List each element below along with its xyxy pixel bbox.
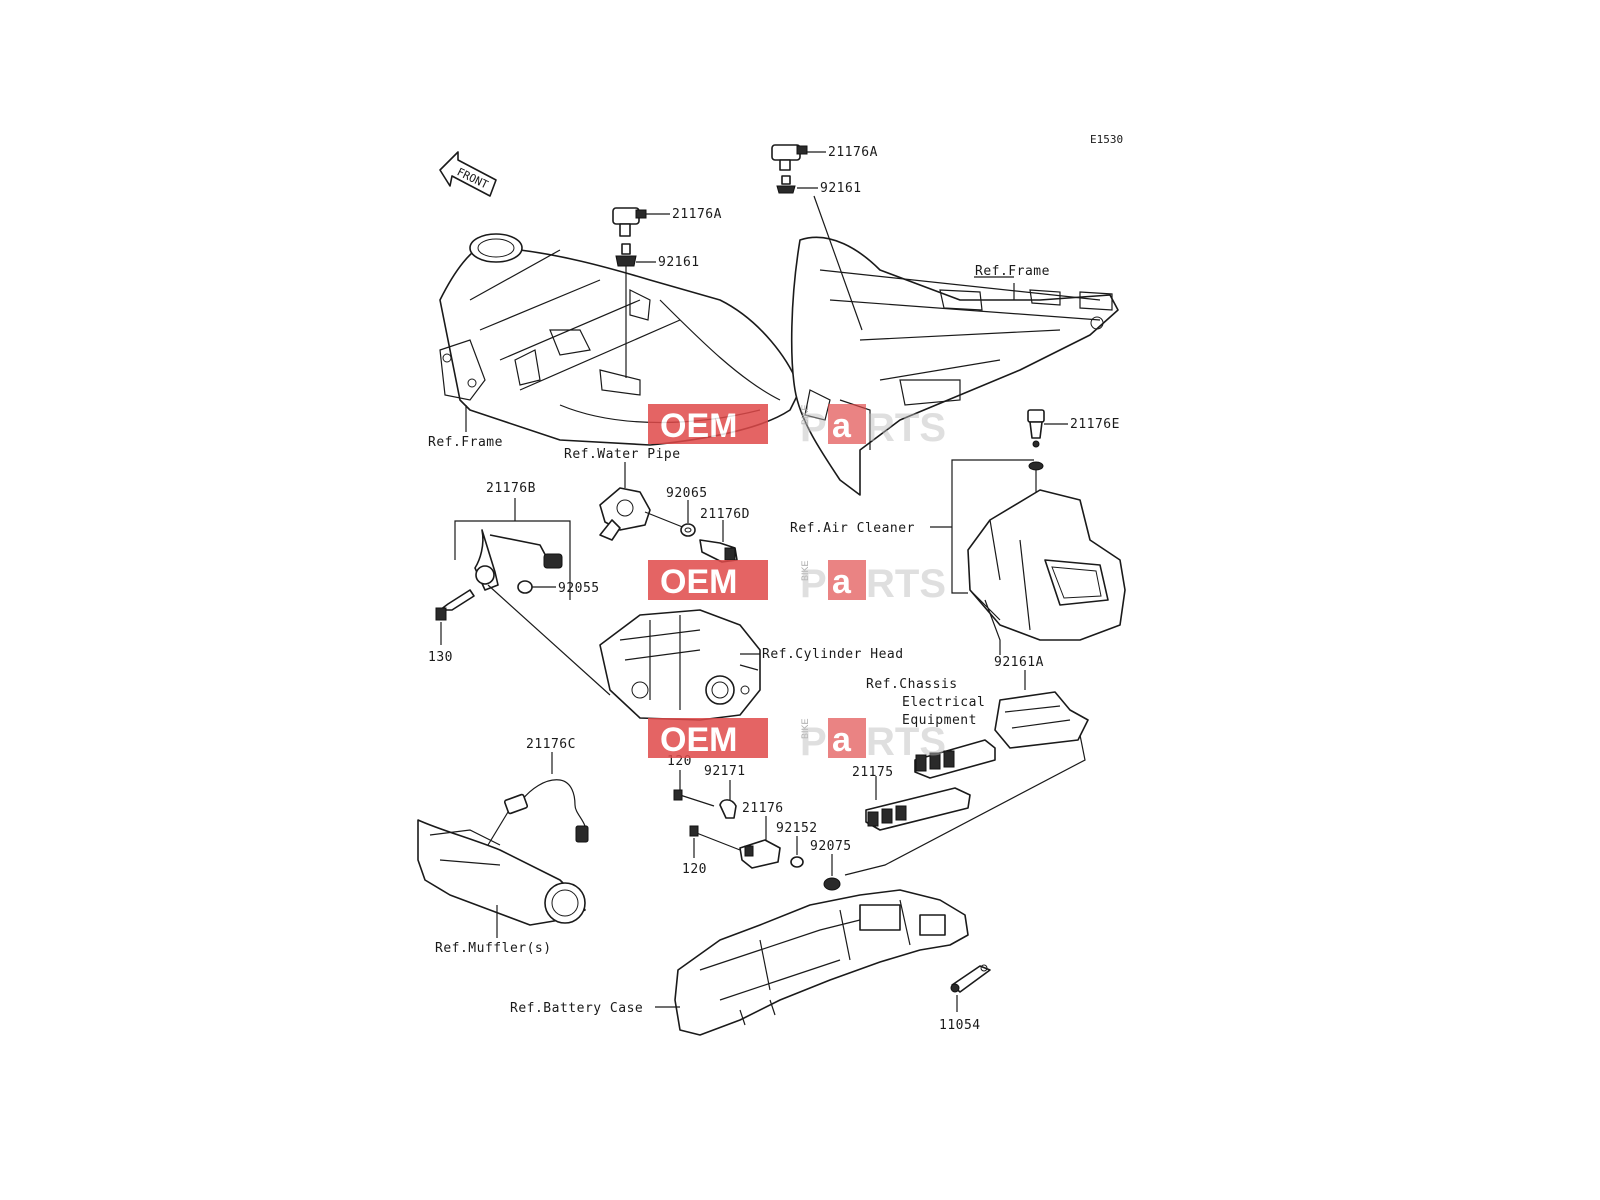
label-ref-water-pipe: Ref.Water Pipe	[564, 447, 681, 462]
label-21176D: 21176D	[700, 507, 750, 522]
sensor-21176E	[1027, 409, 1045, 448]
label-92161A: 92161A	[994, 655, 1044, 670]
label-92065: 92065	[666, 486, 708, 501]
watermark-3: OEM BIKE P a RTS	[648, 718, 946, 764]
label-130: 130	[428, 650, 453, 665]
muffler-drawing	[417, 819, 586, 926]
label-ref-battery-case: Ref.Battery Case	[510, 1001, 643, 1016]
water-temp-sensor-21176D	[699, 539, 738, 563]
bolt-120-top	[673, 789, 715, 807]
watermark-parts-rts: RTS	[866, 562, 946, 606]
watermark-a-box	[828, 560, 866, 600]
label-ref-chassis-1: Ref.Chassis	[866, 677, 958, 692]
watermark-bike-text: BIKE	[800, 404, 810, 425]
watermark-parts-rts: RTS	[866, 720, 946, 764]
collar-92152	[790, 856, 804, 868]
front-arrow-icon: FRONT	[439, 151, 497, 197]
grommet-92161-left	[615, 243, 637, 267]
o-ring-92055	[517, 580, 533, 594]
cylinder-head-drawing	[599, 609, 761, 721]
label-21176: 21176	[742, 801, 784, 816]
relay-box-drawing	[914, 739, 996, 779]
strap-11054	[950, 964, 991, 993]
watermark-parts-a: a	[832, 721, 852, 759]
label-ref-chassis-3: Equipment	[902, 713, 977, 728]
label-92161-right: 92161	[820, 181, 862, 196]
label-ref-cylinder-head: Ref.Cylinder Head	[762, 647, 904, 662]
right-frame-drawing	[790, 236, 1119, 496]
clamp-92171	[719, 799, 737, 819]
sensor-21176	[739, 839, 781, 869]
air-cleaner-drawing	[967, 489, 1126, 655]
label-92152: 92152	[776, 821, 818, 836]
ecu-21175	[865, 787, 971, 831]
label-21176A-right: 21176A	[828, 145, 878, 160]
damper-92075	[823, 877, 841, 891]
label-ref-chassis-2: Electrical	[902, 695, 985, 710]
left-frame-drawing	[439, 233, 801, 446]
battery-case-drawing	[674, 889, 969, 1036]
crank-sensor-21176B	[474, 529, 563, 591]
o2-sensor-21176C	[503, 779, 589, 843]
watermark-a-box	[828, 404, 866, 444]
label-92161-left: 92161	[658, 255, 700, 270]
ecu-bracket-92161A	[994, 691, 1089, 749]
map-sensor-21176A-left	[612, 207, 647, 237]
diagram-code: E1530	[1090, 133, 1123, 146]
label-92055: 92055	[558, 581, 600, 596]
watermark-1: OEM BIKE P a RTS	[648, 404, 946, 450]
watermark-parts-a: a	[832, 563, 852, 601]
watermark-parts-a: a	[832, 407, 852, 445]
watermark-oem-box	[648, 560, 768, 600]
label-11054: 11054	[939, 1018, 981, 1033]
watermark-parts-p: P	[800, 720, 827, 764]
grommet-air-cleaner	[1028, 461, 1044, 471]
label-92171: 92171	[704, 764, 746, 779]
watermark-oem-box	[648, 404, 768, 444]
watermark-parts-rts: RTS	[866, 406, 946, 450]
watermark-oem-box	[648, 718, 768, 758]
bolt-120-bottom	[689, 825, 741, 851]
bolt-130	[435, 589, 475, 621]
label-ref-air-cleaner: Ref.Air Cleaner	[790, 521, 915, 536]
watermark-bike-text: BIKE	[800, 560, 810, 581]
label-21176E: 21176E	[1070, 417, 1120, 432]
label-ref-frame-right: Ref.Frame	[975, 264, 1050, 279]
watermark-2: OEM BIKE P a RTS	[648, 560, 946, 606]
watermark-a-box	[828, 718, 866, 758]
water-pipe-housing	[599, 487, 651, 541]
map-sensor-21176A-right	[771, 144, 808, 171]
grommet-92161-right	[776, 175, 796, 194]
watermark-parts-p: P	[800, 562, 827, 606]
label-92075: 92075	[810, 839, 852, 854]
watermark-parts-p: P	[800, 406, 827, 450]
label-ref-mufflers: Ref.Muffler(s)	[435, 941, 552, 956]
label-ref-frame-left: Ref.Frame	[428, 435, 503, 450]
watermark-bike-text: BIKE	[800, 718, 810, 739]
watermark-oem-text: OEM	[660, 407, 737, 445]
label-21175: 21175	[852, 765, 894, 780]
washer-92065	[680, 523, 696, 537]
label-21176A-left: 21176A	[672, 207, 722, 222]
label-120-bottom: 120	[682, 862, 707, 877]
watermark-oem-text: OEM	[660, 721, 737, 759]
label-21176C: 21176C	[526, 737, 576, 752]
watermark-oem-text: OEM	[660, 563, 737, 601]
label-21176B: 21176B	[486, 481, 536, 496]
